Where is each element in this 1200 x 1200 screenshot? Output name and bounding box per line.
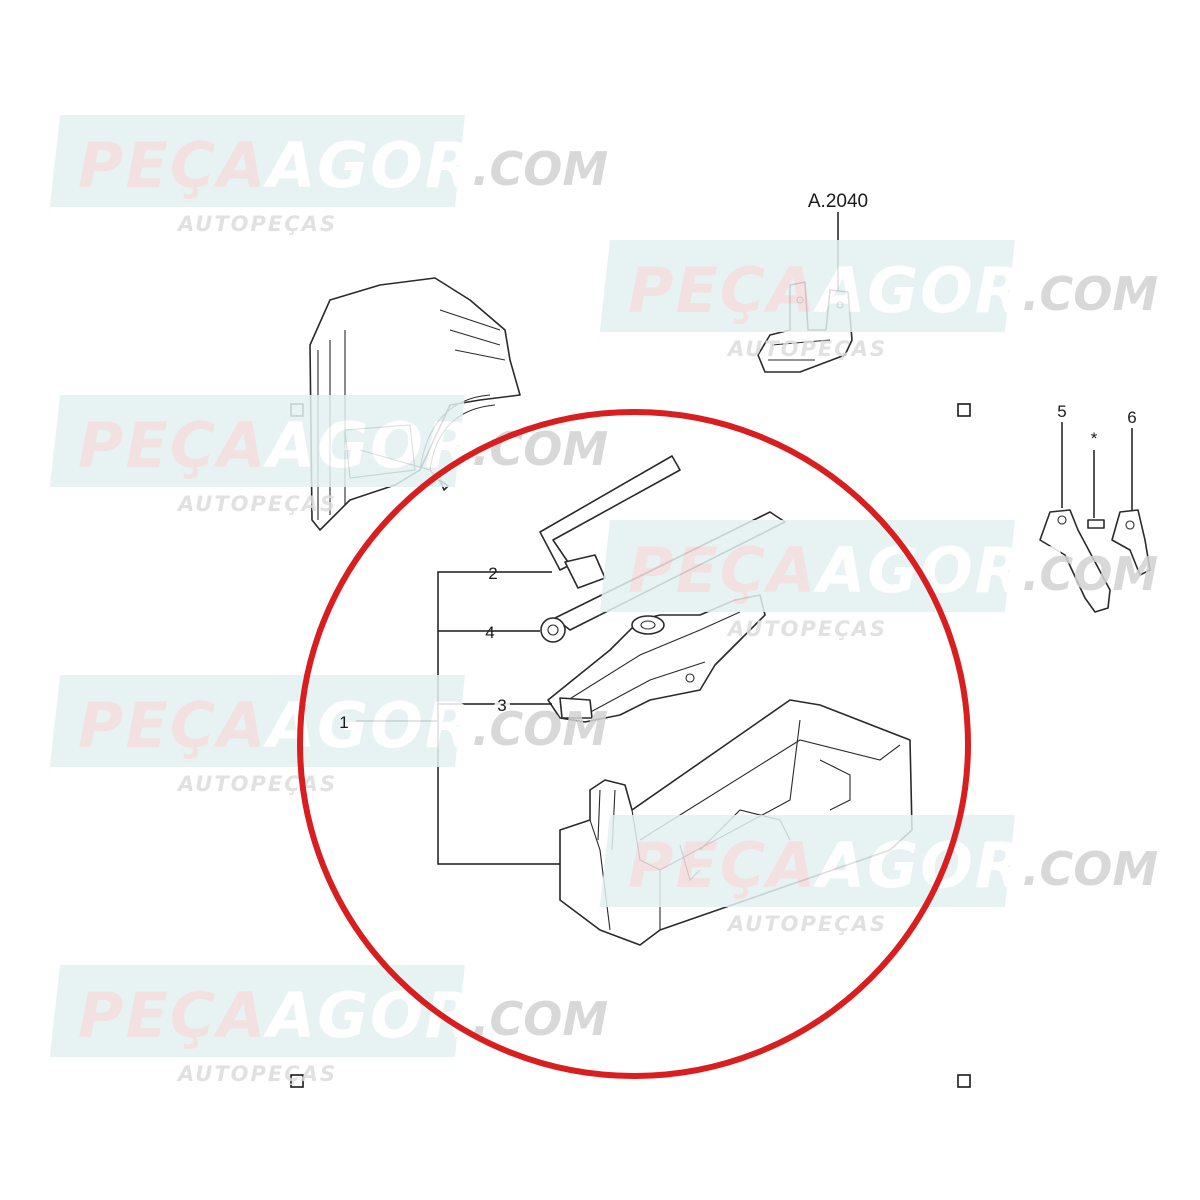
watermark-brand-part1: PEÇA bbox=[628, 534, 817, 607]
watermark-banner bbox=[48, 675, 465, 783]
watermark-tile: PEÇAAGORA.COM AUTOPEÇAS bbox=[598, 520, 1158, 641]
watermark-suffix: .COM bbox=[472, 142, 608, 196]
watermark-brand: PEÇAAGORA bbox=[78, 689, 525, 762]
scissor-jack-illustration bbox=[547, 594, 766, 723]
watermark-brand-part2: AGORA bbox=[262, 129, 524, 202]
watermark-tile: PEÇAAGORA.COM AUTOPEÇAS bbox=[48, 115, 608, 236]
watermark-suffix: .COM bbox=[472, 702, 608, 756]
watermark-tagline: AUTOPEÇAS bbox=[726, 617, 887, 641]
callout-3: 3 bbox=[497, 696, 506, 715]
watermark-tile: PEÇAAGORA.COM AUTOPEÇAS bbox=[598, 240, 1158, 361]
callout-2: 2 bbox=[488, 564, 497, 583]
watermark-brand-part2: AGORA bbox=[812, 254, 1074, 327]
watermark-tagline: AUTOPEÇAS bbox=[726, 337, 887, 361]
watermark-banner bbox=[48, 965, 465, 1073]
watermark-brand: PEÇAAGORA bbox=[78, 979, 525, 1052]
watermark-brand: PEÇAAGORA bbox=[628, 829, 1075, 902]
watermark-brand-part1: PEÇA bbox=[78, 689, 267, 762]
watermark-brand-part1: PEÇA bbox=[628, 829, 817, 902]
corner-marker-bottom-right bbox=[957, 1074, 971, 1088]
watermark-suffix: .COM bbox=[1022, 267, 1158, 321]
watermark-tagline: AUTOPEÇAS bbox=[176, 492, 337, 516]
watermark-suffix: .COM bbox=[472, 992, 608, 1046]
watermark-tile: PEÇAAGORA.COM AUTOPEÇAS bbox=[48, 675, 608, 796]
watermark-brand-part1: PEÇA bbox=[628, 254, 817, 327]
callout-5: 5 bbox=[1057, 402, 1066, 421]
lug-wrench-illustration bbox=[539, 455, 681, 589]
highlight-circle bbox=[297, 409, 971, 1079]
watermark-brand: PEÇAAGORA bbox=[628, 254, 1075, 327]
watermark-suffix: .COM bbox=[472, 422, 608, 476]
reference-label-a2040: A.2040 bbox=[808, 191, 868, 212]
watermark-tile: PEÇAAGORA.COM AUTOPEÇAS bbox=[48, 395, 608, 516]
watermark-banner bbox=[48, 115, 465, 223]
watermark-brand-part2: AGORA bbox=[812, 534, 1074, 607]
callout-1: 1 bbox=[339, 713, 348, 732]
watermark-brand: PEÇAAGORA bbox=[78, 409, 525, 482]
watermark-tile: PEÇAAGORA.COM AUTOPEÇAS bbox=[48, 965, 608, 1086]
callout-4: 4 bbox=[485, 623, 494, 642]
watermark-brand-part2: AGORA bbox=[262, 409, 524, 482]
watermark-tagline: AUTOPEÇAS bbox=[176, 1062, 337, 1086]
watermark-brand-part1: PEÇA bbox=[78, 129, 267, 202]
watermark-banner bbox=[48, 395, 465, 503]
watermark-layer: PEÇAAGORA.COMAUTOPEÇASPEÇAAGORA.COMAUTOP… bbox=[48, 115, 1158, 1086]
jack-bracket-parts-illustration bbox=[1039, 422, 1151, 613]
callout-star: * bbox=[1091, 429, 1098, 448]
watermark-suffix: .COM bbox=[1022, 842, 1158, 896]
watermark-brand: PEÇAAGORA bbox=[628, 534, 1075, 607]
callout-6: 6 bbox=[1127, 408, 1136, 427]
watermark-tagline: AUTOPEÇAS bbox=[726, 912, 887, 936]
callout-labels: A.2040 2 4 3 1 5 6 * bbox=[339, 191, 1136, 732]
watermark-tagline: AUTOPEÇAS bbox=[176, 772, 337, 796]
watermark-banner bbox=[598, 815, 1015, 923]
watermark-banner bbox=[598, 520, 1015, 628]
corner-marker-top-right bbox=[957, 403, 971, 417]
watermark-suffix: .COM bbox=[1022, 547, 1158, 601]
corner-marker-bottom-left bbox=[290, 1074, 304, 1088]
watermark-brand-part1: PEÇA bbox=[78, 409, 267, 482]
watermark-banner bbox=[598, 240, 1015, 348]
watermark-brand-part1: PEÇA bbox=[78, 979, 267, 1052]
watermark-tagline: AUTOPEÇAS bbox=[176, 212, 337, 236]
watermark-brand: PEÇAAGORA bbox=[78, 129, 525, 202]
